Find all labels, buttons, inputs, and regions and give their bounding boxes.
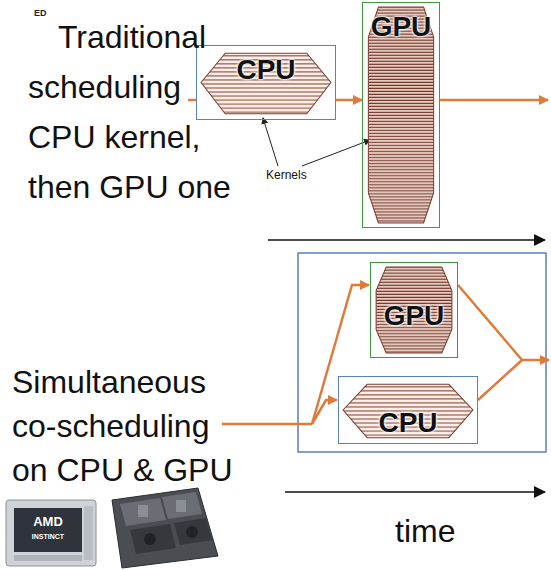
gpu-kernel-box: GPU	[362, 2, 440, 228]
flow-arrow	[522, 359, 549, 362]
box-label: CPU	[236, 54, 295, 86]
flow-arrow	[312, 400, 337, 424]
box-label: GPU	[371, 11, 432, 43]
flow-line	[222, 423, 312, 426]
co-schedule-box	[298, 253, 546, 452]
box-label: GPU	[384, 300, 445, 332]
cpu-kernel-box: CPU	[338, 376, 478, 444]
chip-logo: AMD	[14, 514, 82, 529]
chip-picture	[6, 500, 96, 566]
logo-fragment: ED	[34, 8, 47, 19]
kernel-shape	[376, 267, 452, 353]
box-label: CPU	[378, 407, 437, 439]
time-axis	[268, 239, 545, 241]
cpu-kernel-box: CPU	[196, 45, 336, 120]
flow-arrow	[440, 99, 548, 102]
leader-line	[302, 140, 370, 166]
axis-label: time	[395, 512, 455, 550]
flow-line	[188, 99, 196, 102]
server-picture	[112, 488, 218, 568]
leader-line	[263, 118, 278, 166]
callout-label: Kernels	[266, 168, 307, 182]
flow-connector	[336, 99, 362, 102]
time-axis	[285, 491, 545, 493]
kernel-shape	[368, 7, 433, 223]
gpu-kernel-box: GPU	[370, 262, 458, 358]
caption-text: Traditional scheduling CPU kernel, then …	[28, 12, 243, 212]
chip-logo: INSTINCT	[14, 532, 82, 541]
caption-text: Simultaneous co-scheduling on CPU & GPU	[12, 360, 244, 492]
flow-line	[458, 285, 522, 360]
flow-line	[478, 360, 522, 400]
kernel-shape	[201, 53, 331, 113]
